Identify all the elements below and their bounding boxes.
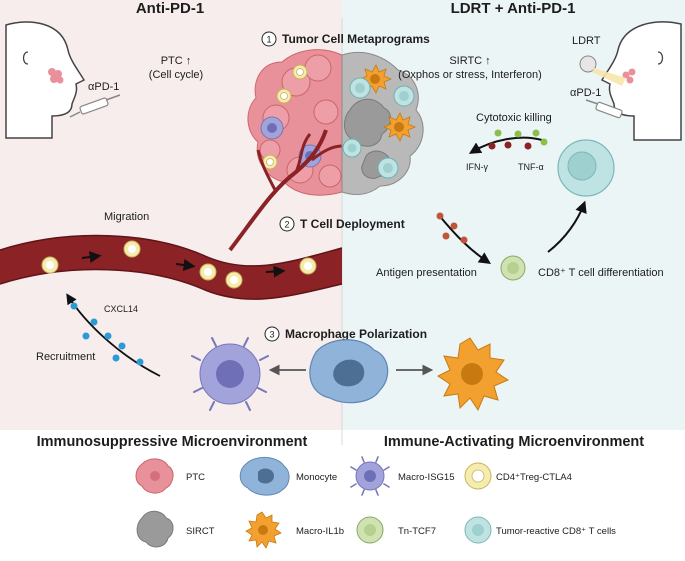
monocyte-icon	[239, 457, 290, 496]
cytokine-dots	[488, 129, 548, 150]
sirtc-increase-label: SIRTC ↑	[449, 55, 490, 67]
sirtc-programs-label: (Oxphos or stress, Interferon)	[398, 69, 542, 81]
legend-cd4-treg: CD4⁺Treg-CTLA4	[496, 472, 572, 483]
left-header: Anti-PD-1	[136, 0, 204, 17]
cxcl14-label: CXCL14	[104, 304, 138, 314]
left-syringe-icon	[69, 94, 121, 118]
right-drug-label: αPD-1	[570, 87, 601, 99]
tumor-mass-ptc	[228, 49, 343, 252]
legend-sirct: SIRCT	[186, 526, 215, 537]
section-2-marker: 2	[279, 216, 295, 232]
macro-il1b-icon	[245, 511, 282, 549]
right-header: LDRT + Anti-PD-1	[451, 0, 576, 17]
ptc-increase-label: PTC ↑	[161, 55, 192, 67]
section-3-marker: 3	[264, 326, 280, 342]
radiation-source-icon	[579, 55, 626, 86]
svg-text:2: 2	[284, 220, 289, 230]
legend-tumor-reactive-cd8: Tumor-reactive CD8⁺ T cells	[496, 526, 616, 537]
blood-vessel	[0, 234, 343, 300]
sirct-cell-icon	[136, 510, 174, 548]
vessel-flow-arrows	[81, 251, 286, 278]
legend-macro-il1b: Macro-IL1b	[296, 526, 344, 537]
legend-tn-tcf7: Tn-TCF7	[398, 526, 436, 537]
left-drug-label: αPD-1	[88, 81, 119, 93]
legend: PTC Monocyte Macro-ISG15 CD4⁺Treg-CTLA4 …	[135, 456, 616, 549]
cd8-differentiation-label: CD8⁺ T cell differentiation	[538, 267, 664, 279]
ifn-gamma-label: IFN-γ	[466, 162, 488, 172]
legend-monocyte: Monocyte	[296, 472, 337, 483]
left-environment-title: Immunosuppressive Microenvironment	[37, 434, 308, 450]
cd8-effector-cell	[557, 139, 615, 197]
tumor-reactive-cd8-icon	[464, 516, 492, 544]
section-3-title: Macrophage Polarization	[285, 327, 427, 341]
antigen-presentation-label: Antigen presentation	[376, 267, 477, 279]
right-syringe-icon	[585, 99, 623, 119]
section-2-title: T Cell Deployment	[300, 217, 405, 231]
legend-ptc: PTC	[186, 472, 205, 483]
cd4-treg-icon	[464, 462, 492, 490]
svg-text:1: 1	[266, 35, 271, 45]
legend-background-left	[0, 430, 342, 561]
legend-background-right	[342, 430, 685, 561]
cytokine-arrow	[468, 136, 543, 154]
antigen-dots	[436, 212, 468, 244]
tn-tcf7-icon	[356, 516, 384, 544]
ptc-cell-cycle-label: (Cell cycle)	[149, 69, 203, 81]
section-1-title: Tumor Cell Metaprograms	[282, 32, 430, 46]
section-1-marker: 1	[261, 31, 277, 47]
vessel-t-cells	[41, 240, 317, 289]
recruitment-label: Recruitment	[36, 351, 95, 363]
tumor-mass-sirct	[341, 51, 424, 195]
ptc-cell-icon	[135, 458, 174, 494]
macro-isg15-cell	[191, 337, 269, 411]
monocyte-cell	[309, 339, 389, 404]
legend-macro-isg15: Macro-ISG15	[398, 472, 455, 483]
migration-label: Migration	[104, 211, 149, 223]
macro-il1b-cell	[437, 337, 510, 412]
cytotoxic-killing-label: Cytotoxic killing	[476, 112, 552, 124]
tnf-alpha-label: TNF-α	[518, 162, 544, 172]
svg-text:3: 3	[269, 330, 274, 340]
left-head-icon	[5, 21, 86, 139]
right-environment-title: Immune-Activating Microenvironment	[384, 434, 644, 450]
ldrt-label: LDRT	[572, 35, 601, 47]
differentiation-arrow	[547, 200, 587, 253]
cxcl14-dots	[70, 302, 144, 366]
macro-isg15-icon	[350, 456, 390, 496]
naive-t-cell	[500, 255, 526, 281]
